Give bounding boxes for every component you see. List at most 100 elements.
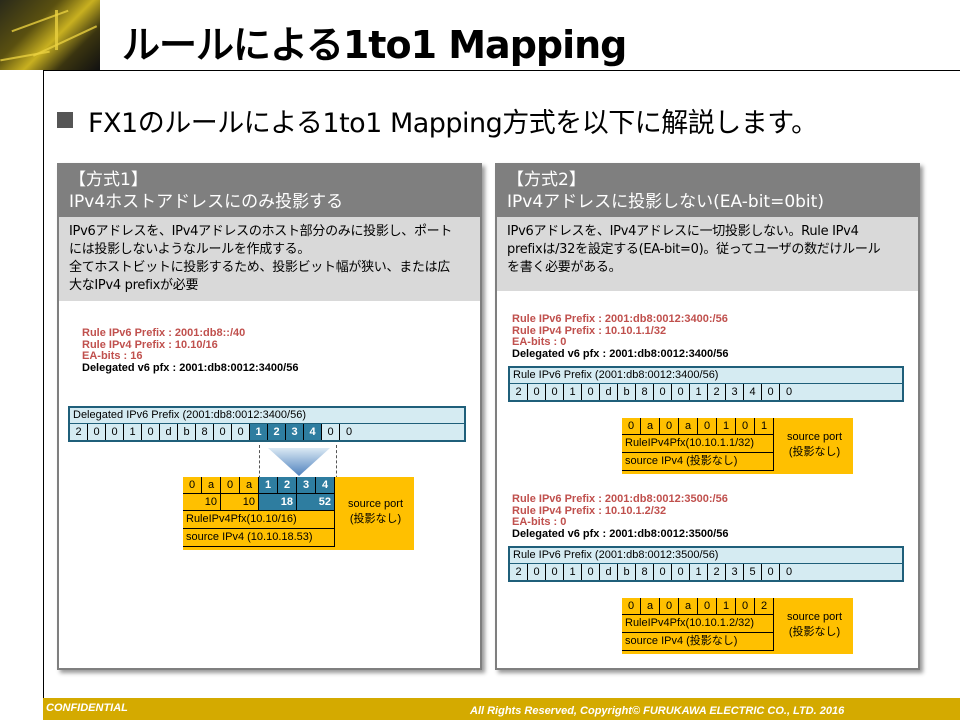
prefix-cell: 0 <box>582 564 600 580</box>
prefix-cell: 2 <box>708 564 726 580</box>
prefix-label: Rule IPv6 Prefix (2001:db8:0012:3400/56) <box>510 368 902 384</box>
hex-cell: a <box>641 598 660 615</box>
hex-cell: 0 <box>660 418 679 435</box>
prefix-cell: b <box>618 564 636 580</box>
method2-description: IPv6アドレスを、IPv4アドレスに一切投影しない。Rule IPv4 pre… <box>497 217 918 291</box>
rule-line: Delegated v6 pfx : 2001:db8:0012:3500/56 <box>512 527 729 540</box>
prefix-cell: 0 <box>654 564 672 580</box>
method2-rule-info-1: Rule IPv6 Prefix : 2001:db8:0012:3400:/5… <box>512 313 729 360</box>
prefix-cell: 0 <box>582 384 600 400</box>
prefix-cell: 1 <box>250 424 268 440</box>
rule-line: Delegated v6 pfx : 2001:db8:0012:3400/56 <box>512 347 729 360</box>
sport-line: source port <box>786 611 843 623</box>
prefix-cell: 3 <box>726 564 744 580</box>
hex-cell: 0 <box>622 598 641 615</box>
prefix-cell: d <box>600 564 618 580</box>
source-ipv4-label: source IPv4 (投影なし) <box>622 453 774 471</box>
rule-line: EA-bits : 0 <box>512 516 567 528</box>
hex-cell: 0 <box>221 477 240 494</box>
prefix-cell: 0 <box>322 424 340 440</box>
rule-line: Delegated v6 pfx : 2001:db8:0012:3400/56 <box>82 361 299 374</box>
hex-cell: 2 <box>278 477 297 494</box>
source-port-label: source port (投影なし) <box>337 497 414 527</box>
header-divider <box>43 70 960 71</box>
rule-line: Rule IPv4 Prefix : 10.10.1.2/32 <box>512 504 667 517</box>
hex-cell: 1 <box>717 418 736 435</box>
rule-line: EA-bits : 0 <box>512 336 567 348</box>
method2-panel: 【方式2】 IPv4アドレスに投影しない(EA-bit=0bit) IPv6アド… <box>495 163 920 670</box>
bullet-text: FX1のルールによる1to1 Mapping方式を以下に解説します。 <box>88 108 818 139</box>
method2-subheading: IPv4アドレスに投影しない(EA-bit=0bit) <box>507 192 824 212</box>
prefix-cell: 1 <box>124 424 142 440</box>
hex-cell: 0 <box>622 418 641 435</box>
desc-line: 全てホストビットに投影するため、投影ビット幅が狭い、または広 <box>69 260 451 275</box>
hex-cell: 0 <box>183 477 202 494</box>
prefix-cell: 0 <box>785 566 793 578</box>
method1-description: IPv6アドレスを、IPv4アドレスのホスト部分のみに投影し、ポート には投影し… <box>59 217 480 301</box>
prefix-cell: 0 <box>546 564 564 580</box>
prefix-cell: 4 <box>304 424 322 440</box>
method2-header: 【方式2】 IPv4アドレスに投影しない(EA-bit=0bit) <box>497 165 918 217</box>
bullet-square-icon <box>57 112 73 128</box>
hex-cell: 1 <box>717 598 736 615</box>
prefix-cell: d <box>600 384 618 400</box>
rule-line: Rule IPv6 Prefix : 2001:db8:0012:3400:/5… <box>512 313 728 325</box>
prefix-cell: 1 <box>564 384 582 400</box>
prefix-cell: 0 <box>528 384 546 400</box>
sport-line: source port <box>786 431 843 443</box>
hex-cell: a <box>679 418 698 435</box>
source-ipv4-label: source IPv4 (10.10.18.53) <box>183 529 335 547</box>
desc-line: IPv6アドレスを、IPv4アドレスに一切投影しない。Rule IPv4 <box>507 224 859 239</box>
prefix-cell: 8 <box>636 384 654 400</box>
hex-cell: a <box>202 477 221 494</box>
prefix-cell: 2 <box>510 384 528 400</box>
prefix-cell: 0 <box>528 564 546 580</box>
prefix-cell: 8 <box>636 564 654 580</box>
rule-line: Rule IPv4 Prefix : 10.10.1.1/32 <box>512 324 667 337</box>
prefix-cell: b <box>178 424 196 440</box>
prefix-cell: 0 <box>142 424 160 440</box>
rule-line: Rule IPv6 Prefix : 2001:db8::/40 <box>82 327 246 339</box>
method2-rule-info-2: Rule IPv6 Prefix : 2001:db8:0012:3500:/5… <box>512 493 729 540</box>
prefix-cell: 0 <box>345 426 353 438</box>
prefix-cell: 0 <box>785 386 793 398</box>
sport-line: (投影なし) <box>788 626 841 638</box>
method1-prefix-box: Delegated IPv6 Prefix (2001:db8:0012:340… <box>68 406 466 442</box>
sport-line: (投影なし) <box>788 446 841 458</box>
sport-line: (投影なし) <box>349 513 402 525</box>
hex-cell: 1 <box>259 477 278 494</box>
prefix-cell: 2 <box>268 424 286 440</box>
prefix-cell: 0 <box>672 384 690 400</box>
prefix-cell: 1 <box>690 384 708 400</box>
prefix-cell: 3 <box>286 424 304 440</box>
method1-subheading: IPv4ホストアドレスにのみ投影する <box>69 192 344 212</box>
prefix-cell: 0 <box>546 384 564 400</box>
hex-cell: a <box>641 418 660 435</box>
prefix-cell: 3 <box>726 384 744 400</box>
hex-cell: 3 <box>297 477 316 494</box>
footer-confidential: CONFIDENTIAL <box>46 702 128 714</box>
source-ipv4-label: source IPv4 (投影なし) <box>622 633 774 651</box>
method2-prefix-box-2: Rule IPv6 Prefix (2001:db8:0012:3500/56)… <box>508 546 904 582</box>
source-port-label: source port (投影なし) <box>776 610 853 640</box>
prefix-cell: 4 <box>744 384 762 400</box>
hex-cell: 0 <box>736 418 755 435</box>
decimal-cell: 10 <box>221 494 259 511</box>
company-logo-image <box>0 0 100 70</box>
prefix-cell: 0 <box>762 384 780 400</box>
prefix-cell: 1 <box>564 564 582 580</box>
prefix-cell: 0 <box>232 424 250 440</box>
prefix-cell: 0 <box>106 424 124 440</box>
prefix-cell: 0 <box>762 564 780 580</box>
hex-cell: a <box>240 477 259 494</box>
hex-cell: 0 <box>698 418 717 435</box>
rule-ipv4-prefix-label: RuleIPv4Pfx(10.10/16) <box>183 511 335 529</box>
